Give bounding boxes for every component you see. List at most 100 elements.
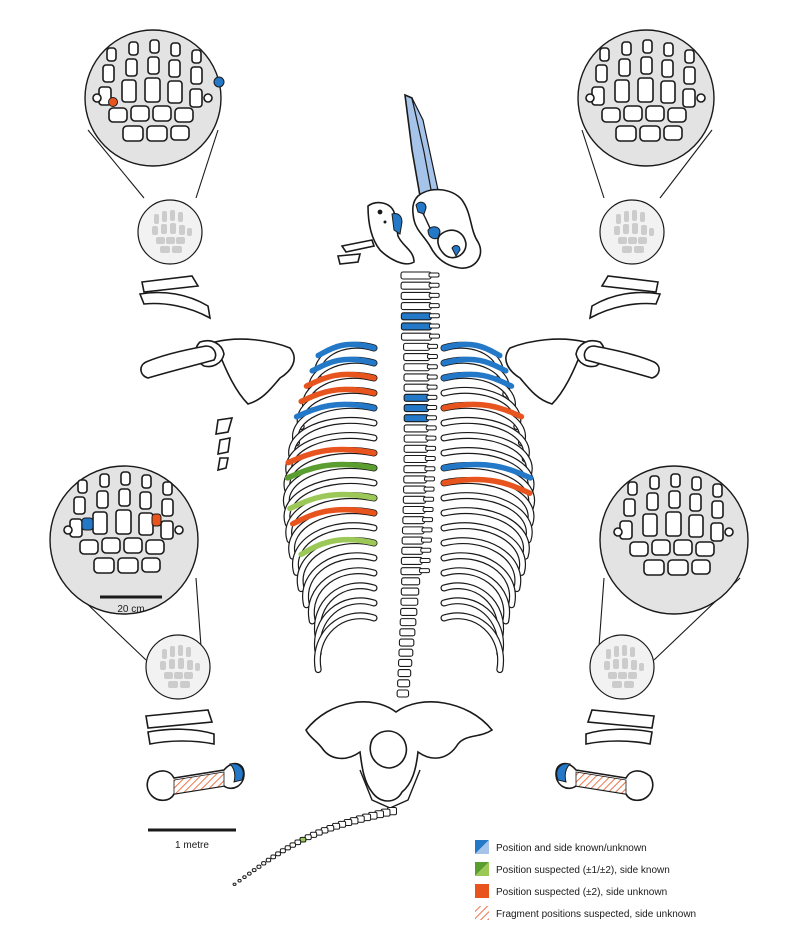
- rib-highlight: [441, 401, 525, 420]
- rib-highlight: [441, 356, 509, 374]
- body-scale-bar: 1 metre: [148, 828, 236, 851]
- rib-fill: [441, 508, 529, 559]
- vertebra: [397, 669, 412, 678]
- tail: [232, 807, 397, 886]
- vertebral-process: [428, 323, 440, 329]
- rib-fill: [441, 568, 509, 624]
- caudal-vertebra: [284, 845, 291, 851]
- vertebra: [396, 689, 410, 698]
- vertebral-process: [426, 374, 438, 380]
- vertebral-process: [427, 343, 439, 349]
- rib-highlight: [309, 356, 377, 374]
- caudal-vertebra: [275, 851, 281, 857]
- right-hindlimb: [555, 709, 655, 802]
- pelvis: [305, 701, 494, 809]
- left-forelimb: [138, 275, 295, 472]
- rib-highlight: [303, 371, 377, 389]
- inset-hindfoot-right: [589, 465, 749, 700]
- vertebra: [403, 353, 431, 362]
- vertebral-process: [420, 537, 432, 543]
- vertebral-process: [429, 333, 441, 339]
- vertebral-process: [426, 364, 438, 370]
- rib-fill: [441, 613, 503, 672]
- rib-fill: [286, 433, 377, 478]
- vertebral-process: [424, 456, 436, 462]
- vertebral-process: [422, 506, 434, 512]
- rib-highlight: [290, 506, 377, 527]
- rib-fill: [441, 433, 532, 478]
- vertebra: [403, 363, 430, 372]
- rib-fill: [303, 553, 377, 608]
- caudal-vertebra: [242, 875, 247, 880]
- vertebra: [402, 495, 427, 504]
- rib-fill: [441, 538, 521, 591]
- rib-fill: [441, 553, 515, 608]
- inset-forefoot-right: [577, 29, 715, 265]
- rib-fill: [309, 568, 377, 624]
- vertebra: [400, 607, 418, 616]
- vertebral-process: [419, 557, 431, 563]
- vertebral-process: [428, 303, 440, 309]
- vertebra: [398, 638, 415, 647]
- vertebra: [403, 383, 430, 392]
- vertebral-process: [423, 496, 435, 502]
- legend-label-suspected-side-unknown: Position suspected (±2), side unknown: [496, 887, 667, 898]
- vertebral-process: [418, 568, 430, 574]
- vertebra: [401, 536, 424, 545]
- right-forelimb: [505, 275, 662, 405]
- rib-fill: [441, 523, 525, 575]
- vertebra: [400, 271, 432, 280]
- vertebra: [399, 628, 416, 637]
- legend-label-fragment: Fragment positions suspected, side unkno…: [496, 909, 696, 920]
- caudal-vertebra: [237, 878, 242, 883]
- vertebra: [403, 475, 428, 484]
- vertebra: [402, 505, 426, 515]
- vertebral-process: [425, 445, 437, 451]
- vertebra: [399, 618, 417, 627]
- vertebral-process: [425, 415, 437, 421]
- vertebra: [403, 414, 430, 423]
- vertebra: [400, 312, 432, 321]
- caudal-vertebra: [270, 854, 277, 860]
- vertebral-process: [428, 272, 440, 278]
- body-scale-label: 1 metre: [175, 840, 209, 851]
- vertebral-column: [396, 271, 441, 698]
- vertebra: [403, 342, 431, 351]
- hand-scale-label: 20 cm: [117, 604, 144, 615]
- vertebra: [400, 322, 432, 331]
- caudal-vertebra: [265, 857, 272, 863]
- vertebral-process: [428, 282, 440, 288]
- legend-label-known: Position and side known/unknown: [496, 843, 647, 854]
- rib-highlight: [284, 461, 377, 481]
- legend-label-suspected-side-known: Position suspected (±1/±2), side known: [496, 865, 670, 876]
- vertebral-process: [426, 384, 438, 390]
- vertebra: [401, 526, 425, 535]
- rib-fill: [441, 448, 534, 494]
- vertebra: [400, 281, 432, 290]
- vertebral-process: [421, 527, 433, 533]
- rib-highlight: [285, 446, 377, 466]
- left-hindlimb: [145, 709, 245, 802]
- vertebra: [403, 373, 430, 382]
- vertebra: [403, 403, 430, 413]
- caudal-vertebra: [247, 871, 252, 876]
- vertebra: [403, 454, 428, 464]
- rib-fill: [289, 418, 377, 462]
- vertebral-process: [428, 313, 440, 319]
- rib-highlight: [441, 461, 534, 481]
- legend-item-fragment: Fragment positions suspected, side unkno…: [475, 906, 696, 920]
- caudal-vertebra: [232, 882, 237, 886]
- rib-fill: [284, 478, 377, 527]
- vertebra: [403, 393, 430, 402]
- caudal-vertebra: [279, 848, 286, 854]
- rib-highlight: [441, 476, 533, 496]
- skull: [336, 93, 482, 269]
- vertebral-process: [424, 476, 436, 482]
- vertebral-process: [423, 486, 435, 492]
- vertebra: [400, 332, 433, 341]
- rib-fill: [441, 493, 532, 543]
- vertebral-process: [422, 517, 434, 523]
- vertebra: [400, 302, 432, 311]
- rib-fill: [315, 613, 377, 672]
